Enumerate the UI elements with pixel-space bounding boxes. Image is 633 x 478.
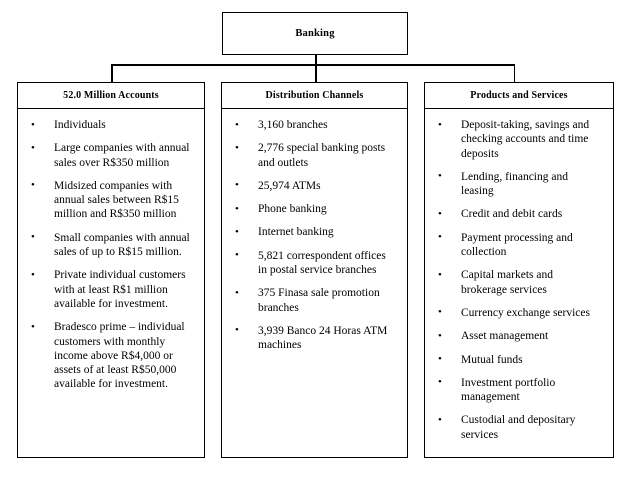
- node-body-accounts: Individuals Large companies with annual …: [18, 109, 204, 392]
- list-item: 25,974 ATMs: [222, 178, 401, 193]
- node-header-products-and-services: Products and Services: [425, 83, 613, 109]
- list-item: Private individual customers with at lea…: [18, 268, 198, 311]
- connector-root-stem: [315, 55, 317, 83]
- bullet-list-accounts: Individuals Large companies with annual …: [18, 117, 198, 392]
- list-item: Capital markets and brokerage services: [425, 268, 607, 297]
- node-header-distribution-channels: Distribution Channels: [222, 83, 407, 109]
- root-node-banking: Banking: [222, 12, 408, 55]
- node-accounts: 52.0 Million Accounts Individuals Large …: [17, 82, 205, 458]
- list-item: 3,160 branches: [222, 117, 401, 132]
- node-body-products-and-services: Deposit-taking, savings and checking acc…: [425, 109, 613, 442]
- list-item: Midsized companies with annual sales bet…: [18, 178, 198, 222]
- list-item: Asset management: [425, 329, 607, 344]
- list-item: Bradesco prime – individual customers wi…: [18, 320, 198, 391]
- bullet-list-products-and-services: Deposit-taking, savings and checking acc…: [425, 118, 607, 442]
- node-products-and-services: Products and Services Deposit-taking, sa…: [424, 82, 614, 458]
- node-body-distribution-channels: 3,160 branches 2,776 special banking pos…: [222, 109, 407, 353]
- connector-drop-accounts: [111, 64, 113, 83]
- list-item: Currency exchange services: [425, 305, 607, 320]
- node-header-label: 52.0 Million Accounts: [63, 90, 159, 101]
- list-item: 5,821 correspondent offices in postal se…: [222, 248, 401, 278]
- bullet-list-distribution-channels: 3,160 branches 2,776 special banking pos…: [222, 117, 401, 353]
- list-item: Credit and debit cards: [425, 207, 607, 222]
- connector-horizontal-bus: [111, 64, 515, 66]
- list-item: Custodial and depositary services: [425, 413, 607, 442]
- list-item: Investment portfolio management: [425, 375, 607, 405]
- root-node-label: Banking: [295, 28, 335, 39]
- list-item: Mutual funds: [425, 352, 607, 367]
- list-item: 375 Finasa sale promotion branches: [222, 286, 401, 315]
- list-item: 2,776 special banking posts and outlets: [222, 141, 401, 170]
- list-item: Deposit-taking, savings and checking acc…: [425, 118, 607, 161]
- list-item: 3,939 Banco 24 Horas ATM machines: [222, 323, 401, 353]
- list-item: Small companies with annual sales of up …: [18, 230, 198, 260]
- node-header-label: Distribution Channels: [265, 90, 364, 101]
- list-item: Internet banking: [222, 225, 401, 240]
- node-header-label: Products and Services: [470, 90, 568, 101]
- list-item: Large companies with annual sales over R…: [18, 141, 198, 170]
- list-item: Individuals: [18, 117, 198, 132]
- node-header-accounts: 52.0 Million Accounts: [18, 83, 204, 109]
- node-distribution-channels: Distribution Channels 3,160 branches 2,7…: [221, 82, 408, 458]
- list-item: Lending, financing and leasing: [425, 169, 607, 199]
- connector-drop-products: [513, 64, 515, 83]
- list-item: Phone banking: [222, 202, 401, 217]
- list-item: Payment processing and collection: [425, 230, 607, 260]
